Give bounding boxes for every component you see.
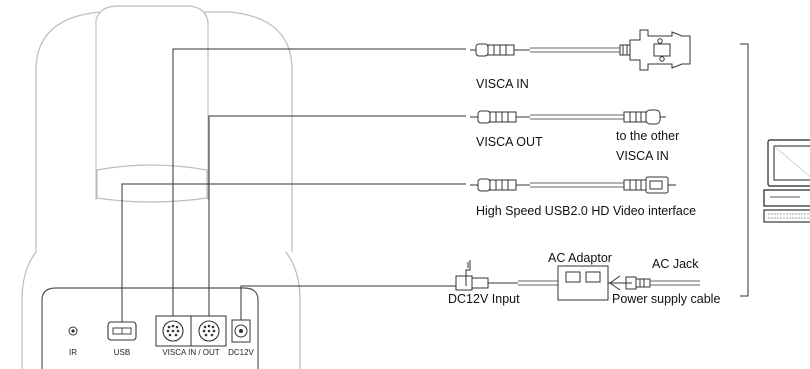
mini-din-plug-icon xyxy=(477,110,491,124)
ac-adaptor-label: AC Adaptor xyxy=(548,251,612,265)
usb-cable-label: High Speed USB2.0 HD Video interface xyxy=(476,204,696,218)
ac-adaptor-icon xyxy=(557,265,609,301)
usb-leader xyxy=(121,183,466,322)
leader-lines xyxy=(121,48,466,322)
ac-jack-label: AC Jack xyxy=(652,257,699,271)
rear-port-panel xyxy=(41,287,259,369)
visca-out-port-icon xyxy=(198,320,220,342)
visca-in-leader xyxy=(172,48,466,316)
dc-plug-icon xyxy=(465,260,471,286)
visca-in-cable xyxy=(470,29,691,71)
dc-leader xyxy=(240,285,456,320)
dc-input-label: DC12V Input xyxy=(448,292,520,306)
visca-in-cable-label: VISCA IN xyxy=(476,77,529,91)
visca-out-cable xyxy=(470,109,666,125)
visca-in-port-icon xyxy=(162,320,184,342)
visca-out-note-line2: VISCA IN xyxy=(616,149,669,163)
visca-out-leader xyxy=(208,115,466,316)
db9-connector-icon xyxy=(629,29,691,71)
ir-port-center xyxy=(71,329,75,333)
power-cable xyxy=(455,260,700,301)
camera-illustration: IR USB VISCA IN / OUT DC12V xyxy=(21,5,301,369)
visca-out-note-line1: to the other xyxy=(616,129,679,143)
mini-din-plug-end-icon xyxy=(645,109,661,125)
visca-label: VISCA IN / OUT xyxy=(162,348,219,357)
usb-cable xyxy=(470,176,676,194)
dc-label: DC12V xyxy=(228,348,254,357)
ir-label: IR xyxy=(69,348,77,357)
usb-plug-icon xyxy=(477,178,491,192)
power-cable-label: Power supply cable xyxy=(612,292,720,306)
usb-a-connector-icon xyxy=(645,176,669,194)
camera-front-housing xyxy=(95,5,209,200)
bracket xyxy=(740,43,749,297)
dc-port-icon xyxy=(234,324,248,338)
mini-din-plug-icon xyxy=(475,43,489,57)
computer-icon xyxy=(763,139,810,223)
visca-out-cable-label: VISCA OUT xyxy=(476,135,543,149)
ir-port-icon xyxy=(68,326,78,336)
usb-label: USB xyxy=(114,348,130,357)
arrow-icon xyxy=(609,275,621,291)
